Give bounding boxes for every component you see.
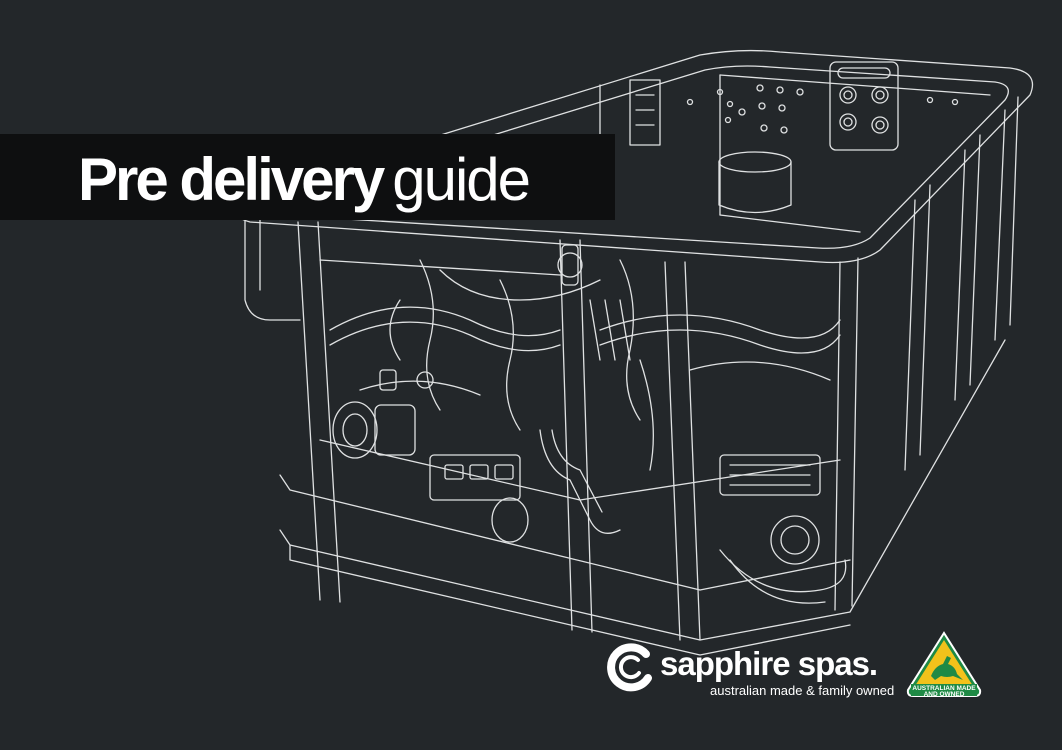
sapphire-swirl-logo-icon <box>607 643 652 692</box>
australian-made-badge: AUSTRALIAN MADE AND OWNED <box>906 631 982 698</box>
title-bold: Pre delivery <box>78 146 385 213</box>
kangaroo-triangle-icon <box>931 656 963 680</box>
brand-tagline: australian made & family owned <box>710 683 895 698</box>
brand-logo: sapphire spas. australian made & family … <box>604 640 894 705</box>
badge-line2: AND OWNED <box>924 691 965 698</box>
title-band <box>0 134 615 220</box>
badge-line1: AUSTRALIAN MADE <box>912 685 976 692</box>
page-title: Pre delivery guide <box>78 140 531 220</box>
brand-name: sapphire spas. <box>660 645 878 682</box>
title-light: guide <box>392 146 531 213</box>
